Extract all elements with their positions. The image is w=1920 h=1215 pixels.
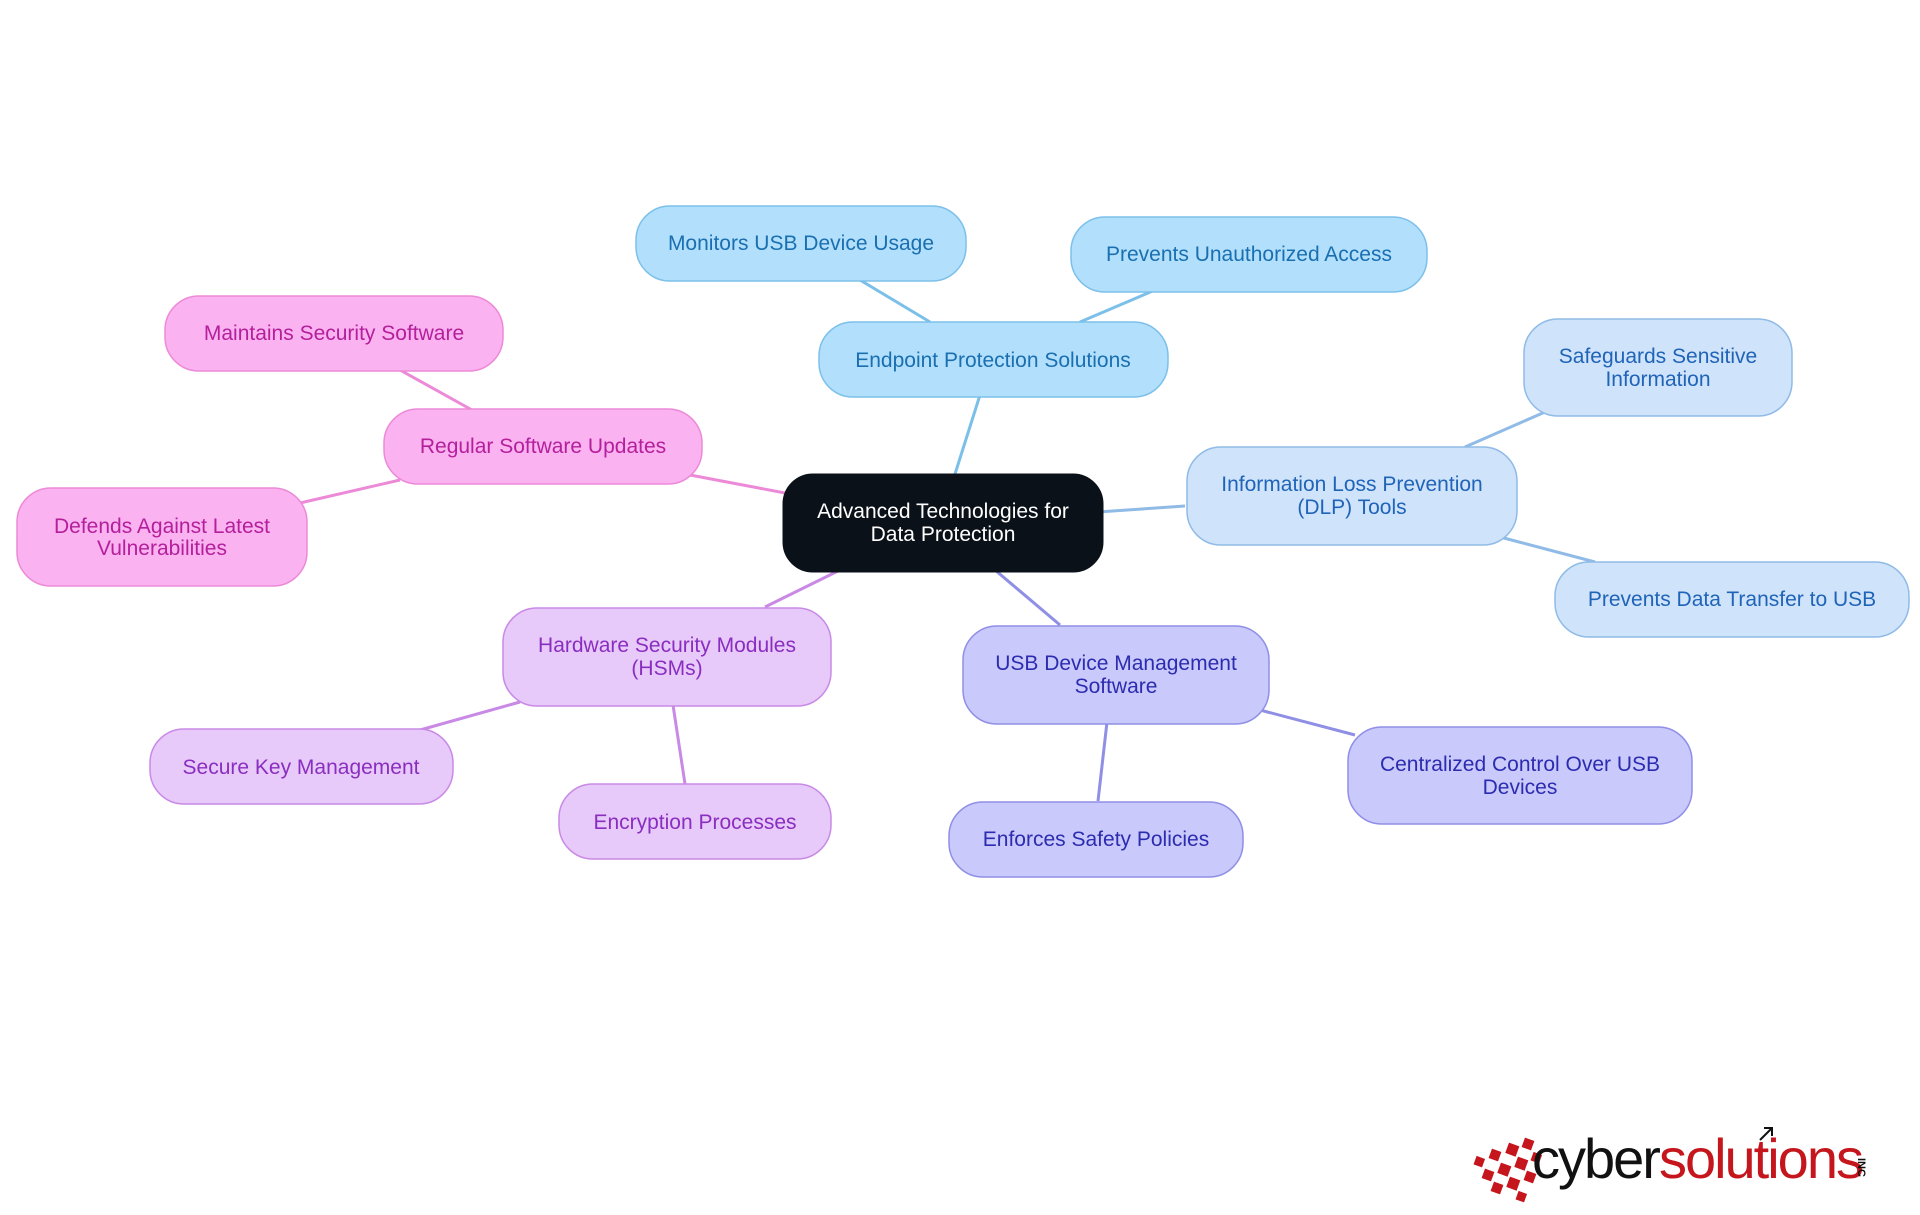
node-dlp-line-1: Information Loss Prevention [1221, 473, 1482, 496]
node-software-updates[interactable]: Regular Software Updates [383, 408, 703, 485]
node-prevents-unauthorized[interactable]: Prevents Unauthorized Access [1070, 216, 1428, 293]
node-safeguards[interactable]: Safeguards Sensitive Information [1523, 318, 1793, 417]
node-hsm-line-1: Hardware Security Modules [538, 634, 796, 657]
node-usb-line-2: Software [1075, 675, 1158, 698]
node-defends-line-1: Defends Against Latest [54, 515, 270, 538]
node-encryption-label: Encryption Processes [593, 811, 796, 834]
root-line-1: Advanced Technologies for [817, 500, 1069, 523]
edge-dlp-safeguards [1464, 410, 1546, 449]
edge-root-updates [689, 473, 786, 495]
node-endpoint-label: Endpoint Protection Solutions [855, 349, 1131, 372]
logo-mark-icon [1473, 1137, 1543, 1203]
logo-text-solutions: solutions [1659, 1127, 1862, 1190]
node-secure-key[interactable]: Secure Key Management [149, 728, 454, 805]
node-centralized-line-1: Centralized Control Over USB [1380, 753, 1660, 776]
edge-hsm-key [419, 700, 521, 732]
node-usb-management[interactable]: USB Device Management Software [962, 625, 1270, 725]
edge-updates-maintains [399, 368, 473, 412]
node-secure-key-label: Secure Key Management [183, 756, 420, 779]
node-updates-label: Regular Software Updates [420, 435, 666, 458]
node-transfer-label: Prevents Data Transfer to USB [1588, 588, 1876, 611]
edge-root-dlp [1097, 504, 1186, 514]
node-prevents-label: Prevents Unauthorized Access [1106, 243, 1392, 266]
node-usb-line-1: USB Device Management [995, 652, 1237, 675]
node-hsm-line-2: (HSMs) [631, 657, 702, 680]
edge-endpoint-monitors [859, 278, 931, 324]
node-enforces-label: Enforces Safety Policies [983, 828, 1209, 851]
svg-text:cybersolutions: cybersolutions [1532, 1127, 1862, 1190]
node-safeguards-line-2: Information [1605, 368, 1710, 391]
node-hsm[interactable]: Hardware Security Modules (HSMs) [502, 607, 832, 707]
node-enforces-policies[interactable]: Enforces Safety Policies [948, 801, 1244, 878]
root-line-2: Data Protection [871, 523, 1016, 546]
node-defends-line-2: Vulnerabilities [97, 537, 227, 560]
edge-root-hsm [764, 568, 841, 609]
node-centralized-control[interactable]: Centralized Control Over USB Devices [1347, 726, 1693, 825]
connectors [299, 278, 1596, 802]
root-node[interactable]: Advanced Technologies for Data Protectio… [782, 473, 1104, 573]
cybersolutions-logo: cybersolutions INC [1473, 1127, 1867, 1203]
node-dlp-tools[interactable]: Information Loss Prevention (DLP) Tools [1186, 446, 1518, 546]
node-safeguards-line-1: Safeguards Sensitive [1559, 345, 1757, 368]
node-maintains-software[interactable]: Maintains Security Software [164, 295, 504, 372]
edge-usb-enforces [1096, 721, 1109, 802]
node-prevents-transfer[interactable]: Prevents Data Transfer to USB [1554, 561, 1910, 638]
node-maintains-label: Maintains Security Software [204, 322, 464, 345]
edge-root-usb [994, 568, 1061, 627]
logo-text-cyber: cyber [1532, 1127, 1660, 1190]
node-encryption[interactable]: Encryption Processes [558, 783, 832, 860]
logo-arrow-icon [1759, 1127, 1773, 1141]
node-centralized-line-2: Devices [1483, 776, 1558, 799]
edge-root-endpoint [953, 394, 982, 475]
node-monitors-usb[interactable]: Monitors USB Device Usage [635, 205, 967, 282]
edge-dlp-transfer [1499, 535, 1596, 564]
node-dlp-line-2: (DLP) Tools [1297, 496, 1406, 519]
edge-updates-defends [299, 478, 401, 505]
node-defends-vulnerabilities[interactable]: Defends Against Latest Vulnerabilities [16, 487, 308, 587]
node-monitors-label: Monitors USB Device Usage [668, 232, 934, 255]
node-endpoint-protection[interactable]: Endpoint Protection Solutions [818, 321, 1169, 398]
edge-endpoint-prevents [1079, 288, 1156, 324]
edge-usb-centralized [1259, 708, 1356, 737]
logo-suffix: INC [1855, 1158, 1867, 1177]
edge-hsm-encryption [671, 704, 687, 785]
